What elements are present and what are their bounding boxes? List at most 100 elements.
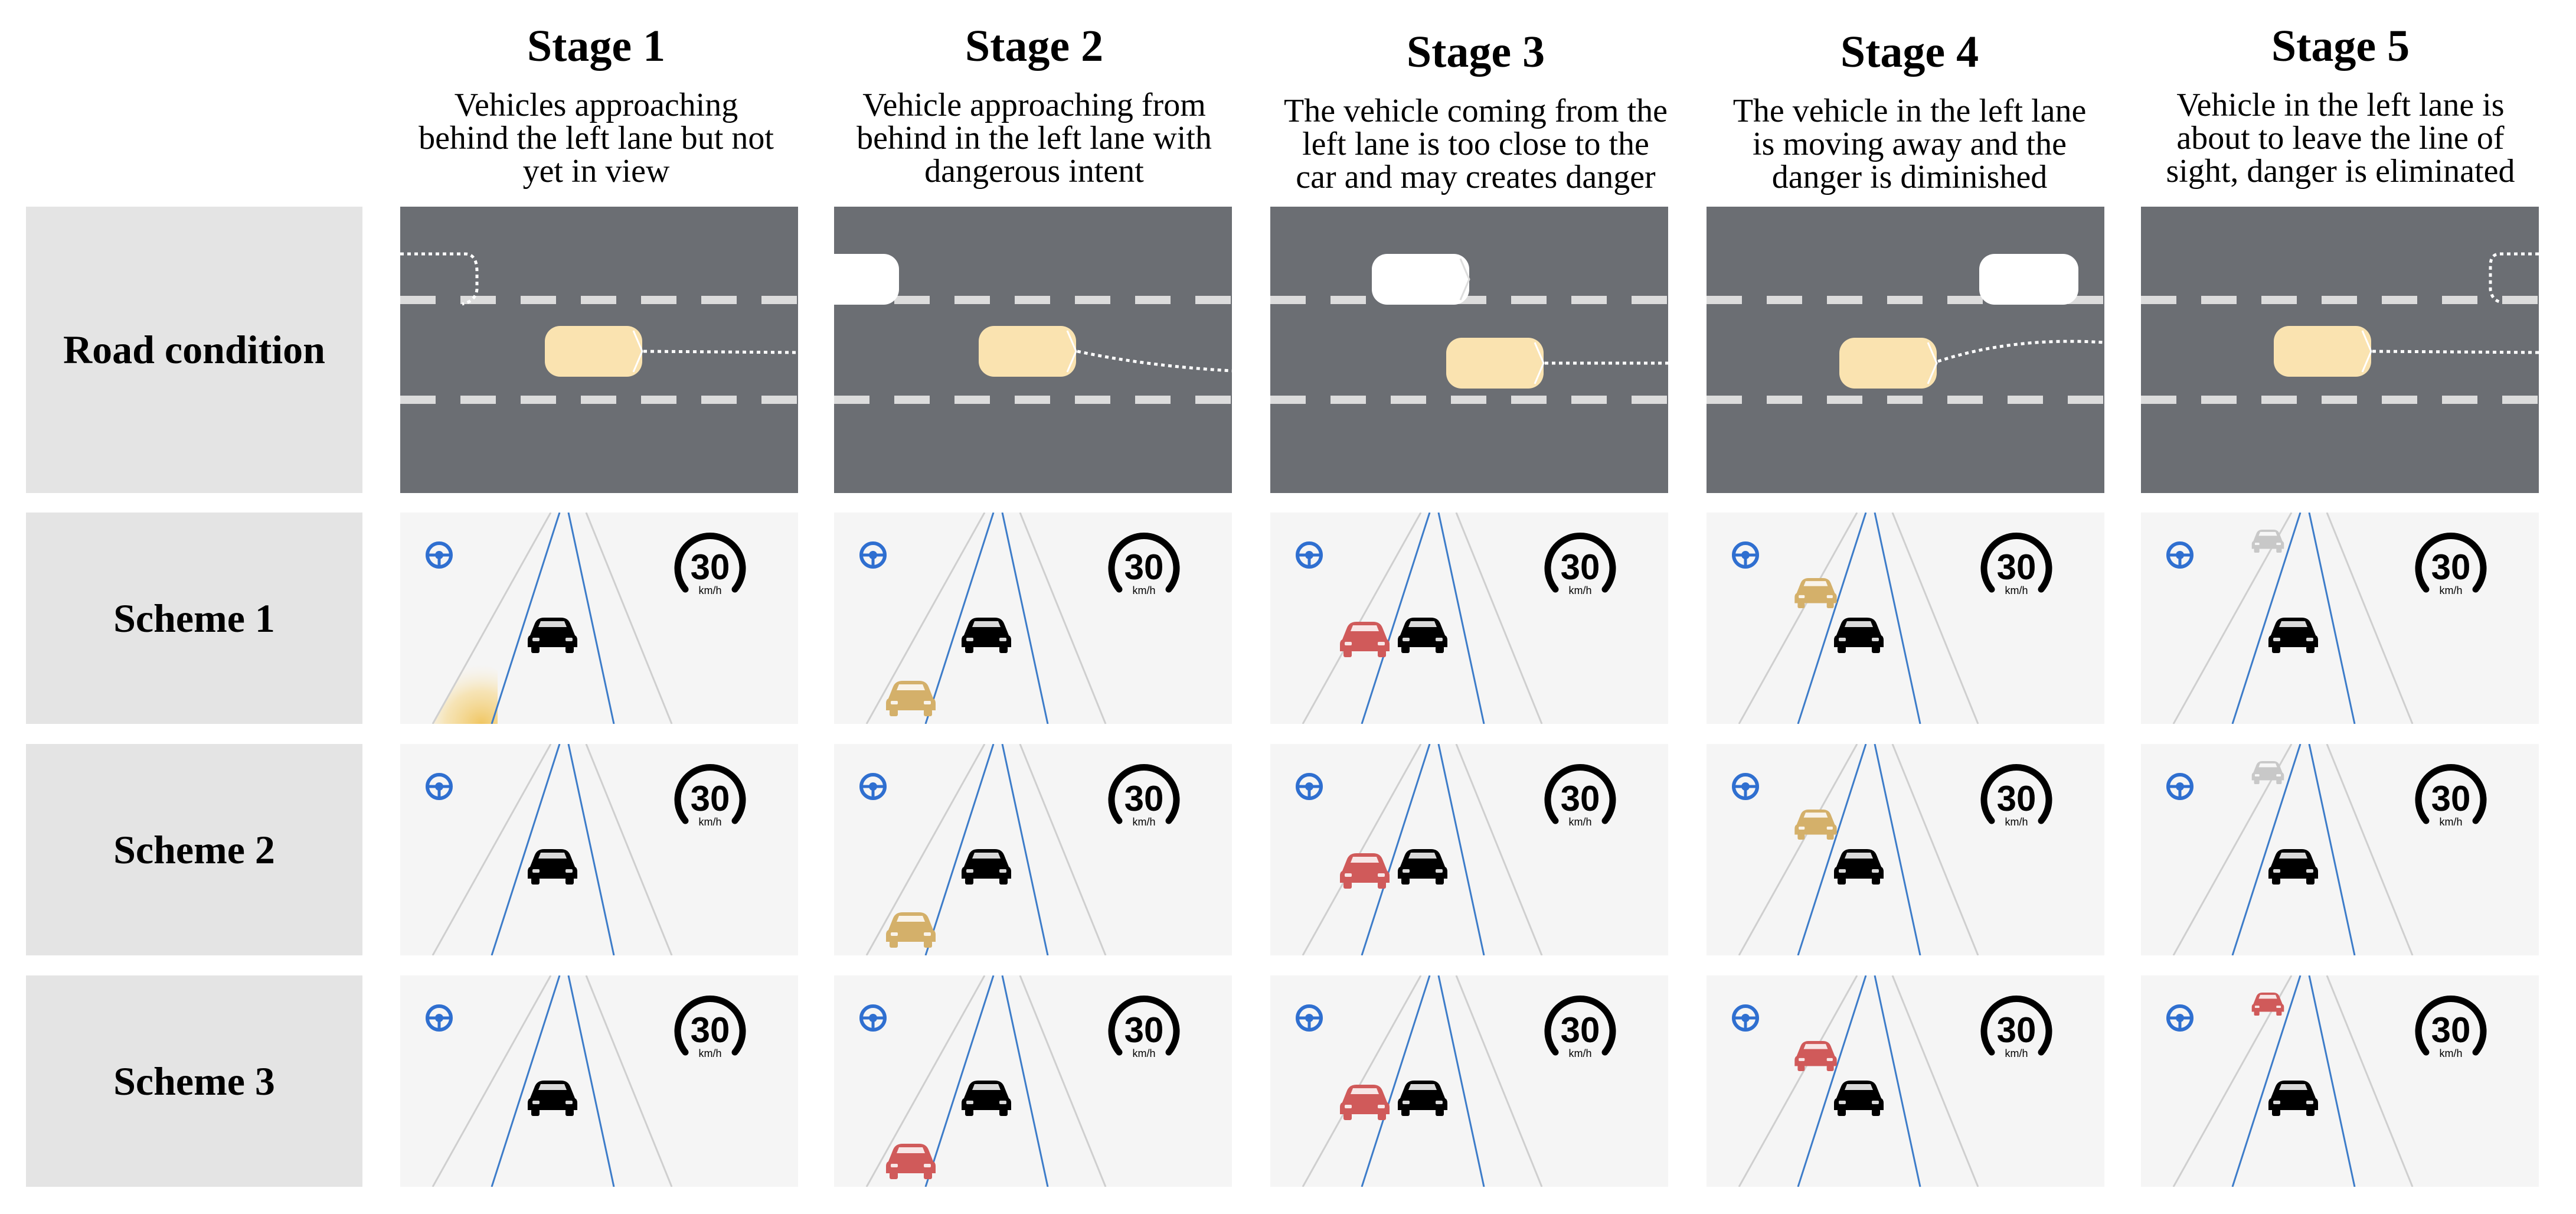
stage-3-desc-line: left lane is too close to the [1302, 126, 1649, 162]
ego-car-icon [528, 1081, 577, 1116]
stage-4-header: Stage 4 The vehicle in the left lane is … [1703, 6, 2116, 201]
speed-value: 30 [691, 779, 730, 818]
lane-line-ego [1797, 513, 1867, 724]
road-scene [2141, 252, 2539, 404]
lane-line-ego [567, 975, 615, 1187]
row-label-scheme-2: Scheme 2 [26, 744, 362, 955]
lane-line-outer [2326, 513, 2414, 724]
row-label-scheme-3: Scheme 3 [26, 975, 362, 1187]
trajectory-line [2372, 350, 2539, 354]
ego-car-icon [1834, 1081, 1884, 1116]
other-car [1372, 254, 1470, 305]
speed-unit: km/h [1132, 585, 1155, 596]
lane-line-outer [1455, 513, 1543, 724]
stage-3-title: Stage 3 [1406, 27, 1545, 77]
speed-value: 30 [691, 547, 730, 587]
lane-line-ego [924, 744, 995, 955]
speed-gauge-arc [674, 533, 746, 593]
speed-gauge-arc [1544, 764, 1616, 824]
stage-3-desc-line: The vehicle coming from the [1284, 93, 1668, 129]
lane-assist-icon [1732, 1004, 1759, 1032]
stage-5-desc-line: Vehicle in the left lane is [2176, 87, 2505, 123]
speed-value: 30 [1997, 1010, 2036, 1050]
lane-assist-icon [1296, 773, 1323, 800]
speed-gauge-arc [2415, 533, 2487, 593]
lane-assist-icon [1296, 1004, 1323, 1032]
road-cell-stage-2 [834, 207, 1232, 493]
lane-line-ego [1874, 975, 1921, 1187]
stage-2-desc-line: dangerous intent [924, 153, 1144, 190]
lane-line-ego [1001, 513, 1049, 724]
stage-1-header: Stage 1 Vehicles approaching behind the … [390, 0, 803, 195]
lane-line-outer [865, 975, 986, 1187]
ego-car [1446, 338, 1545, 389]
stage-2-header: Stage 2 Vehicle approaching from behind … [828, 0, 1241, 195]
speed-gauge-arc [1980, 533, 2052, 593]
trajectory-line [1077, 350, 1232, 373]
ego-car-icon [1398, 618, 1447, 653]
lane-line-ego [2308, 975, 2356, 1187]
other-car-icon [886, 1144, 936, 1179]
road-cell-stage-4 [1707, 207, 2104, 493]
lane-line-outer [1302, 513, 1422, 724]
lane-assist-icon [859, 1004, 887, 1032]
lane-line-ego [567, 744, 615, 955]
trajectory-line [400, 252, 479, 306]
speed-unit: km/h [698, 1047, 721, 1059]
stage-1-desc-line: Vehicles approaching [454, 87, 738, 123]
speed-unit: km/h [1568, 1047, 1591, 1059]
other-car [1979, 254, 2078, 305]
speed-value: 30 [691, 1010, 730, 1050]
ego-car [545, 326, 643, 377]
lane-line-outer [1302, 975, 1422, 1187]
road-cell-stage-1 [400, 207, 798, 493]
speed-gauge-arc [1108, 533, 1180, 593]
lane-assist-icon [2166, 541, 2193, 569]
other-car-icon [886, 681, 936, 716]
other-car-icon [2251, 761, 2284, 784]
stage-2-title: Stage 2 [965, 21, 1104, 71]
lane-line-outer [1019, 975, 1107, 1187]
stage-2-desc-line: Vehicle approaching from [862, 87, 1206, 123]
stage-5-desc-line: about to leave the line of [2176, 120, 2505, 156]
speed-unit: km/h [698, 816, 721, 828]
lane-line-ego [1797, 744, 1867, 955]
lane-line-ego [2231, 513, 2302, 724]
ego-car-icon [2268, 1081, 2318, 1116]
road-scene [1707, 254, 2104, 404]
lane-line-outer [431, 744, 552, 955]
stage-1-title: Stage 1 [527, 21, 666, 71]
lane-assist-icon [1732, 773, 1759, 800]
speed-gauge-arc [1108, 996, 1180, 1056]
speed-value: 30 [1561, 1010, 1600, 1050]
lane-line-ego [1874, 513, 1921, 724]
speed-unit: km/h [1568, 816, 1591, 828]
lane-line-outer [1455, 744, 1543, 955]
other-car-icon [1340, 622, 1390, 657]
ego-car-icon [1398, 849, 1447, 885]
lane-line-outer [2326, 744, 2414, 955]
other-car-icon [2251, 993, 2284, 1016]
speed-unit: km/h [2005, 1047, 2028, 1059]
ego-car [1839, 338, 1938, 389]
other-car-icon [1340, 1085, 1390, 1120]
lane-line-ego [2308, 744, 2356, 955]
lane-line-outer [1302, 744, 1422, 955]
lane-line-ego [1001, 975, 1049, 1187]
